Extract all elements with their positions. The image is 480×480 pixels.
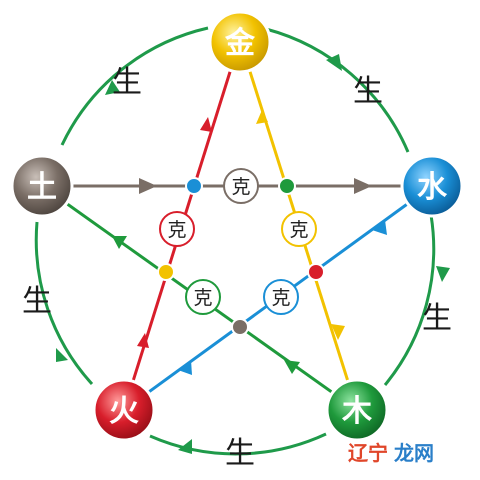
node-wood-label: 木: [341, 394, 372, 429]
ke-arrowhead-water-fire-2: [178, 360, 192, 375]
generation-labels: 生 生 生 生 生: [22, 65, 452, 471]
gen-arc-water-wood: [383, 214, 436, 386]
node-wood: 木: [325, 378, 389, 442]
ke-badge-wood-earth: 克: [185, 279, 221, 315]
ke-arrowhead-earth-water-1: [139, 178, 157, 194]
element-nodes: 金 水 木 火 土: [10, 10, 464, 442]
ke-arrowhead-water-fire-1: [372, 220, 387, 235]
node-water: 水: [400, 154, 464, 218]
node-metal: 金: [208, 10, 272, 74]
gen-label-wood-fire: 生: [225, 436, 255, 471]
node-fire-circle: [92, 378, 156, 442]
gen-arc-wood-fire: [149, 432, 327, 456]
ke-label-earth-water: 克: [231, 176, 250, 198]
ke-arrowhead-metal-wood-3: [331, 324, 345, 340]
ke-arrowhead-metal-wood-1: [256, 110, 268, 124]
gen-arrowhead-fire-earth: [56, 348, 68, 362]
control-badges: 克 克 克 克 克: [159, 168, 317, 315]
watermark-part2: 龙网: [394, 441, 434, 465]
intersection-dots: [157, 177, 325, 336]
gen-arrowhead-earth-metal: [105, 80, 120, 95]
ke-badge-earth-water: 克: [223, 168, 259, 204]
node-metal-circle: [208, 10, 272, 74]
ke-arrowhead-wood-earth-1: [284, 360, 300, 374]
node-water-circle: [400, 154, 464, 218]
gen-label-water-wood: 生: [422, 301, 452, 336]
watermark-part1: 辽宁: [348, 441, 388, 465]
dot-right: [307, 263, 325, 281]
dot-left: [157, 263, 175, 281]
watermark: 辽宁 龙网: [347, 440, 436, 467]
ke-label-water-fire: 克: [271, 287, 290, 309]
ke-arrowhead-wood-earth-2: [112, 236, 127, 249]
node-water-label: 水: [417, 170, 448, 205]
node-wood-circle: [325, 378, 389, 442]
dot-top-right: [278, 177, 296, 195]
gen-arc-earth-metal: [60, 26, 209, 146]
ke-arrowhead-fire-metal-1: [200, 117, 212, 132]
ke-badge-fire-metal: 克: [159, 211, 195, 247]
gen-label-earth-metal: 生: [112, 65, 142, 100]
gen-label-metal-water: 生: [353, 74, 383, 109]
dot-top-left: [185, 177, 203, 195]
ke-badge-water-fire: 克: [263, 279, 299, 315]
node-earth-label: 土: [27, 170, 57, 205]
ke-arrowhead-fire-metal-2: [137, 333, 149, 348]
node-fire: 火: [92, 378, 156, 442]
node-earth-circle: [10, 154, 74, 218]
gen-arrowhead-water-wood: [436, 266, 450, 282]
node-earth: 土: [10, 154, 74, 218]
gen-arrowhead-wood-fire: [178, 439, 192, 454]
generation-cycle: [34, 26, 450, 456]
gen-arrowhead-metal-water: [326, 54, 342, 71]
node-fire-label: 火: [109, 394, 139, 429]
ke-label-metal-wood: 克: [289, 219, 308, 241]
gen-label-fire-earth: 生: [22, 284, 52, 319]
node-metal-label: 金: [224, 26, 256, 61]
ke-label-fire-metal: 克: [167, 219, 186, 241]
dot-bottom: [231, 318, 249, 336]
ke-badge-metal-wood: 克: [281, 211, 317, 247]
gen-arc-fire-earth: [34, 221, 94, 386]
ke-arrowhead-earth-water-2: [354, 178, 372, 194]
gen-arc-metal-water: [265, 27, 410, 153]
ke-label-wood-earth: 克: [193, 287, 212, 309]
